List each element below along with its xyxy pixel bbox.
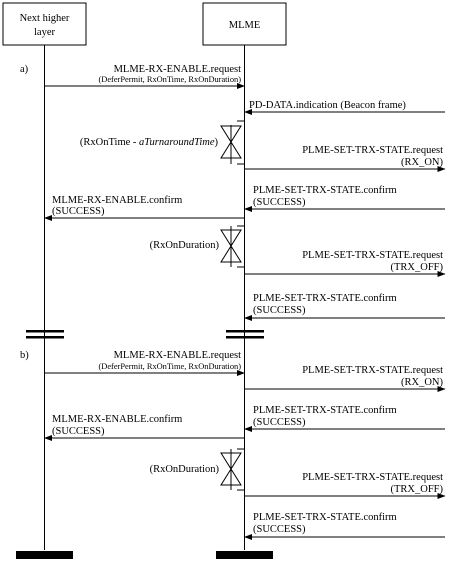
- message-label: MLME-RX-ENABLE.confirm: [52, 414, 182, 425]
- message-params: (SUCCESS): [253, 417, 306, 428]
- timer-b-rx-on-duration: (RxOnDuration): [150, 448, 245, 491]
- lifeline-end-left: [16, 551, 73, 559]
- participant-next-higher-layer: Next higher layer: [2, 2, 87, 46]
- message-label: PLME-SET-TRX-STATE.request: [302, 145, 443, 156]
- message-params: (TRX_OFF): [390, 484, 443, 495]
- message-b-set-trx-on-confirm: PLME-SET-TRX-STATE.confirm (SUCCESS): [244, 405, 445, 432]
- participant-next-higher-layer-label-line1: Next higher: [20, 13, 70, 24]
- message-params: (SUCCESS): [253, 524, 306, 535]
- participant-next-higher-layer-label-line2: layer: [34, 27, 55, 38]
- message-a-rx-enable-request: MLME-RX-ENABLE.request (DeferPermit, RxO…: [44, 64, 245, 89]
- message-label: PLME-SET-TRX-STATE.confirm: [253, 185, 397, 196]
- message-a-rx-enable-confirm: MLME-RX-ENABLE.confirm (SUCCESS): [44, 195, 245, 221]
- message-label: PLME-SET-TRX-STATE.confirm: [253, 405, 397, 416]
- message-b-set-trx-off-request: PLME-SET-TRX-STATE.request (TRX_OFF): [244, 472, 446, 499]
- lifeline-end-right: [216, 551, 273, 559]
- message-params: (DeferPermit, RxOnTime, RxOnDuration): [98, 75, 241, 84]
- message-params: (DeferPermit, RxOnTime, RxOnDuration): [98, 362, 241, 371]
- message-a-set-trx-off-confirm: PLME-SET-TRX-STATE.confirm (SUCCESS): [244, 293, 445, 321]
- message-a-set-trx-on-confirm: PLME-SET-TRX-STATE.confirm (SUCCESS): [244, 185, 445, 212]
- message-params: (SUCCESS): [52, 426, 105, 437]
- message-params: (SUCCESS): [253, 305, 306, 316]
- section-label-b: b): [20, 350, 29, 361]
- message-params: (RX_ON): [401, 377, 443, 388]
- timer-label: (RxOnTime - aTurnaroundTime): [80, 137, 219, 148]
- message-pd-data-indication: PD-DATA.indication (Beacon frame): [244, 100, 445, 115]
- message-label: PLME-SET-TRX-STATE.confirm: [253, 293, 397, 304]
- timer-label: (RxOnDuration): [150, 464, 220, 475]
- message-b-rx-enable-request: MLME-RX-ENABLE.request (DeferPermit, RxO…: [44, 350, 245, 376]
- message-label: PLME-SET-TRX-STATE.request: [302, 472, 443, 483]
- timer-a-rx-on-duration: (RxOnDuration): [150, 225, 245, 268]
- message-label: MLME-RX-ENABLE.request: [114, 64, 242, 75]
- message-label: PD-DATA.indication (Beacon frame): [249, 100, 406, 111]
- message-label: PLME-SET-TRX-STATE.request: [302, 250, 443, 261]
- message-label: MLME-RX-ENABLE.confirm: [52, 195, 182, 206]
- message-b-rx-enable-confirm: MLME-RX-ENABLE.confirm (SUCCESS): [44, 414, 245, 441]
- message-label: PLME-SET-TRX-STATE.request: [302, 365, 443, 376]
- participant-mlme-label: MLME: [229, 20, 261, 31]
- timer-label: (RxOnDuration): [150, 240, 220, 251]
- message-params: (SUCCESS): [253, 197, 306, 208]
- message-params: (SUCCESS): [52, 206, 105, 217]
- message-a-set-trx-off-request: PLME-SET-TRX-STATE.request (TRX_OFF): [244, 250, 446, 277]
- section-break-left: [26, 330, 64, 339]
- timer-turnaround: (RxOnTime - aTurnaroundTime): [80, 120, 245, 165]
- section-label-a: a): [20, 64, 29, 75]
- message-params: (TRX_OFF): [390, 262, 443, 273]
- message-a-set-trx-on-request: PLME-SET-TRX-STATE.request (RX_ON): [244, 145, 446, 172]
- message-b-set-trx-off-confirm: PLME-SET-TRX-STATE.confirm (SUCCESS): [244, 512, 445, 540]
- message-label: MLME-RX-ENABLE.request: [114, 350, 242, 361]
- message-label: PLME-SET-TRX-STATE.confirm: [253, 512, 397, 523]
- message-params: (RX_ON): [401, 157, 443, 168]
- message-b-set-trx-on-request: PLME-SET-TRX-STATE.request (RX_ON): [244, 365, 446, 392]
- participant-mlme: MLME: [202, 2, 287, 46]
- section-break-right: [226, 330, 264, 339]
